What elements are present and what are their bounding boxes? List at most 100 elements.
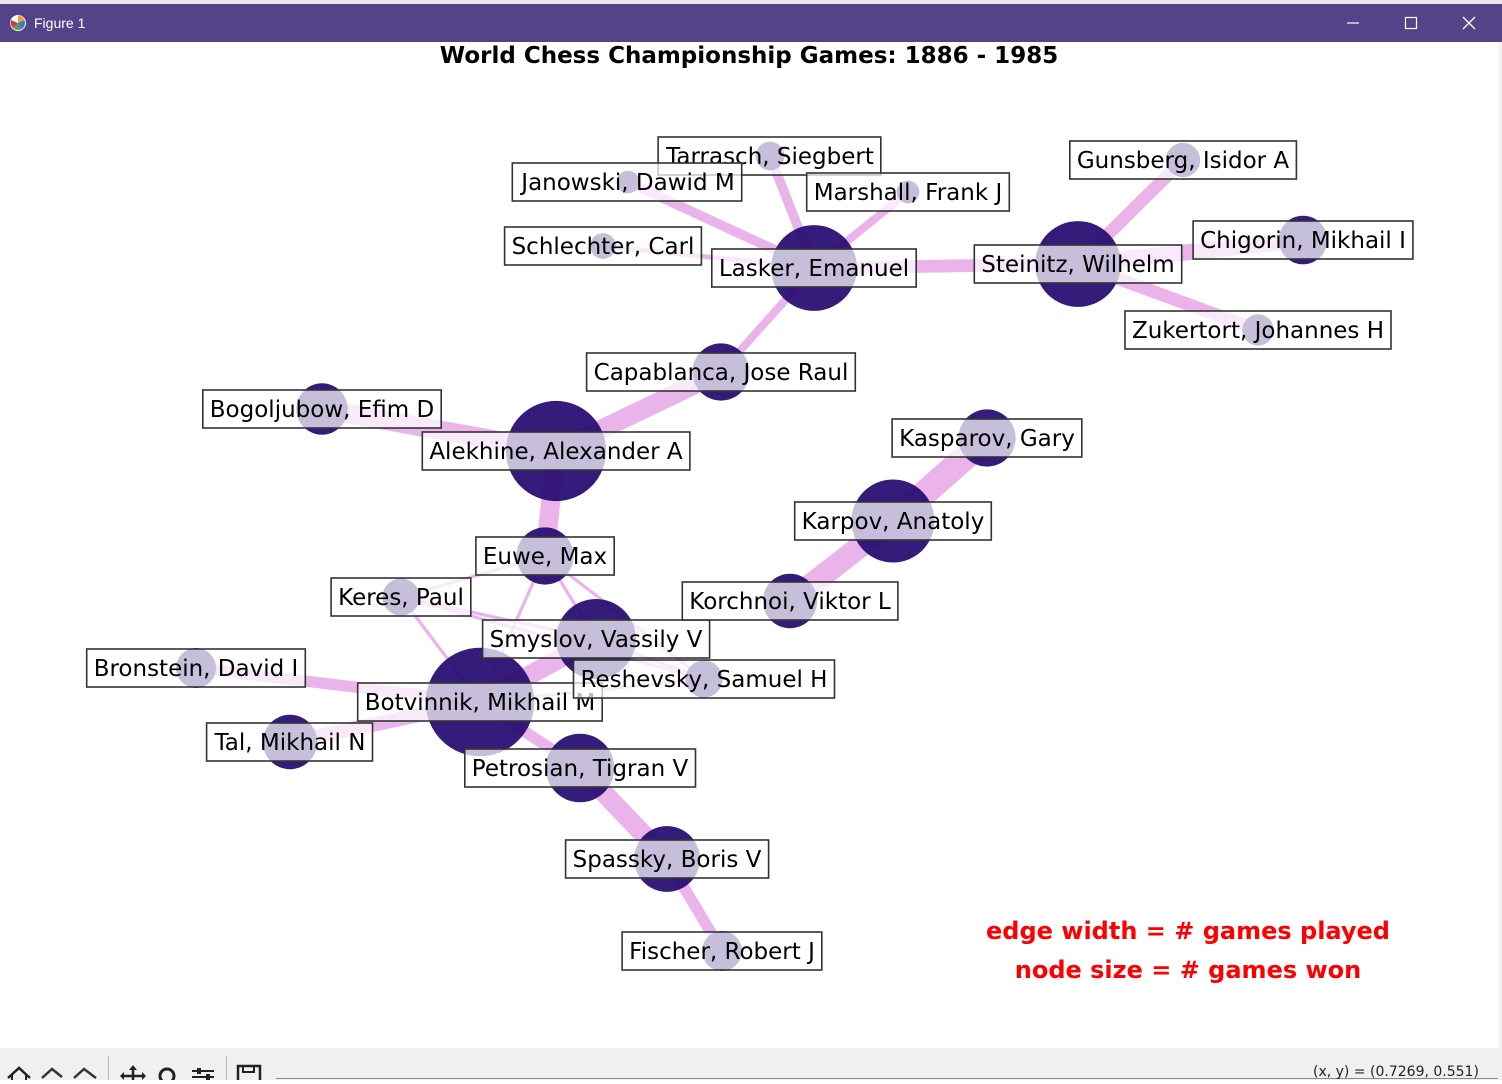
node-label-text: Zukertort, Johannes H [1132,318,1384,344]
toolbar-baseline [276,1078,1498,1079]
home-button[interactable] [4,1054,34,1080]
cursor-coordinates: (x, y) = (0.7269, 0.551) [1313,1064,1479,1080]
node-label-text: Reshevsky, Samuel H [581,667,828,693]
node-size-note: node size = # games won [1014,956,1362,984]
node-label-text: Fischer, Robert J [629,939,815,965]
label-box [621,931,823,971]
label-korchnoi-viktor-l: Korchnoi, Viktor L [681,581,899,621]
label-box [657,136,882,176]
label-box [475,536,615,576]
forward-icon [73,1067,97,1079]
zoom-button[interactable] [152,1054,182,1084]
home-icon [7,1066,31,1080]
back-button[interactable] [38,1054,68,1080]
forward-button[interactable] [70,1054,100,1080]
node-label-text: Steinitz, Wilhelm [981,252,1174,278]
node-label-text: Gunsberg, Isidor A [1077,148,1290,174]
node-label-text: Alekhine, Alexander A [429,439,683,465]
toolbar-separator [226,1056,227,1080]
label-bogoljubow-efim-d: Bogoljubow, Efim D [202,389,442,429]
window-titlebar[interactable]: Figure 1 [0,4,1502,42]
figure-canvas[interactable]: World Chess Championship Games: 1886 - 1… [0,42,1498,1048]
node-label-text: Capablanca, Jose Raul [594,360,849,386]
navigation-toolbar [0,1048,1502,1084]
pan-icon [120,1065,146,1080]
node-label-text: Marshall, Frank J [814,180,1003,206]
node-label-text: Smyslov, Vassily V [490,627,703,653]
label-box [511,162,743,202]
save-button[interactable] [234,1054,264,1084]
label-kasparov-gary: Kasparov, Gary [891,418,1083,458]
label-karpov-anatoly: Karpov, Anatoly [793,501,993,541]
label-box [973,244,1183,284]
label-smyslov-vassily-v: Smyslov, Vassily V [481,619,711,659]
toolbar-separator [108,1056,109,1080]
window-title: Figure 1 [34,15,86,31]
configure-icon [192,1068,214,1080]
node-label-text: Lasker, Emanuel [719,256,909,282]
pan-button[interactable] [118,1054,148,1080]
label-box [85,648,307,688]
node-label-text: Bronstein, David I [94,656,299,682]
label-box [503,226,703,266]
label-box [202,389,442,429]
label-box [681,581,899,621]
node-label-text: Janowski, Dawid M [519,170,734,196]
label-box [330,577,472,617]
maximize-button[interactable] [1382,4,1440,42]
label-box [1069,140,1298,180]
maximize-icon [1404,16,1418,30]
label-capablanca-jose-raul: Capablanca, Jose Raul [585,352,857,392]
label-bronstein-david-i: Bronstein, David I [85,648,307,688]
label-gunsberg-isidor-a: Gunsberg, Isidor A [1069,140,1298,180]
zoom-icon [158,1067,176,1084]
label-box [710,248,917,288]
label-petrosian-tigran-v: Petrosian, Tigran V [463,748,697,788]
label-keres-paul: Keres, Paul [330,577,472,617]
label-schlechter-carl: Schlechter, Carl [503,226,703,266]
configure-button[interactable] [188,1054,218,1080]
label-box [1192,220,1414,260]
label-box [585,352,857,392]
label-box [356,682,604,722]
node-label-text: Korchnoi, Viktor L [689,589,891,615]
node-label-text: Petrosian, Tigran V [472,756,689,782]
top-strip [0,0,1502,4]
label-box [564,839,770,879]
edge-width-note: edge width = # games played [986,917,1390,945]
label-steinitz-wilhelm: Steinitz, Wilhelm [973,244,1183,284]
back-icon [41,1067,63,1079]
label-botvinnik-mikhail-m: Botvinnik, Mikhail M [356,682,604,722]
label-box [805,172,1011,212]
node-label-text: Spassky, Boris V [573,847,762,873]
label-box [891,418,1083,458]
node-label-text: Tal, Mikhail N [214,730,366,756]
node-label-text: Chigorin, Mikhail I [1200,228,1406,254]
label-fischer-robert-j: Fischer, Robert J [621,931,823,971]
minimize-button[interactable] [1324,4,1382,42]
label-spassky-boris-v: Spassky, Boris V [564,839,770,879]
legend-annotation: edge width = # games played node size = … [980,912,1396,990]
label-lasker-emanuel: Lasker, Emanuel [710,248,917,288]
close-button[interactable] [1440,4,1498,42]
label-reshevsky-samuel-h: Reshevsky, Samuel H [572,659,836,699]
node-label-text: Kasparov, Gary [899,426,1075,452]
figure-title: World Chess Championship Games: 1886 - 1… [440,43,1058,69]
label-box [572,659,836,699]
label-tarrasch-siegbert: Tarrasch, Siegbert [657,136,882,176]
window-right-edge [1498,42,1502,1048]
label-marshall-frank-j: Marshall, Frank J [805,172,1011,212]
label-tal-mikhail-n: Tal, Mikhail N [205,722,374,762]
label-chigorin-mikhail-i: Chigorin, Mikhail I [1192,220,1414,260]
label-box [421,431,691,471]
save-icon [236,1064,262,1084]
label-box [1124,310,1392,350]
matplotlib-app-icon [10,15,26,31]
node-label-text: Bogoljubow, Efim D [210,397,434,423]
label-box [481,619,711,659]
label-alekhine-alexander-a: Alekhine, Alexander A [421,431,691,471]
label-janowski-dawid-m: Janowski, Dawid M [511,162,743,202]
label-box [463,748,697,788]
label-zukertort-johannes-h: Zukertort, Johannes H [1124,310,1392,350]
node-label-text: Karpov, Anatoly [802,509,985,535]
